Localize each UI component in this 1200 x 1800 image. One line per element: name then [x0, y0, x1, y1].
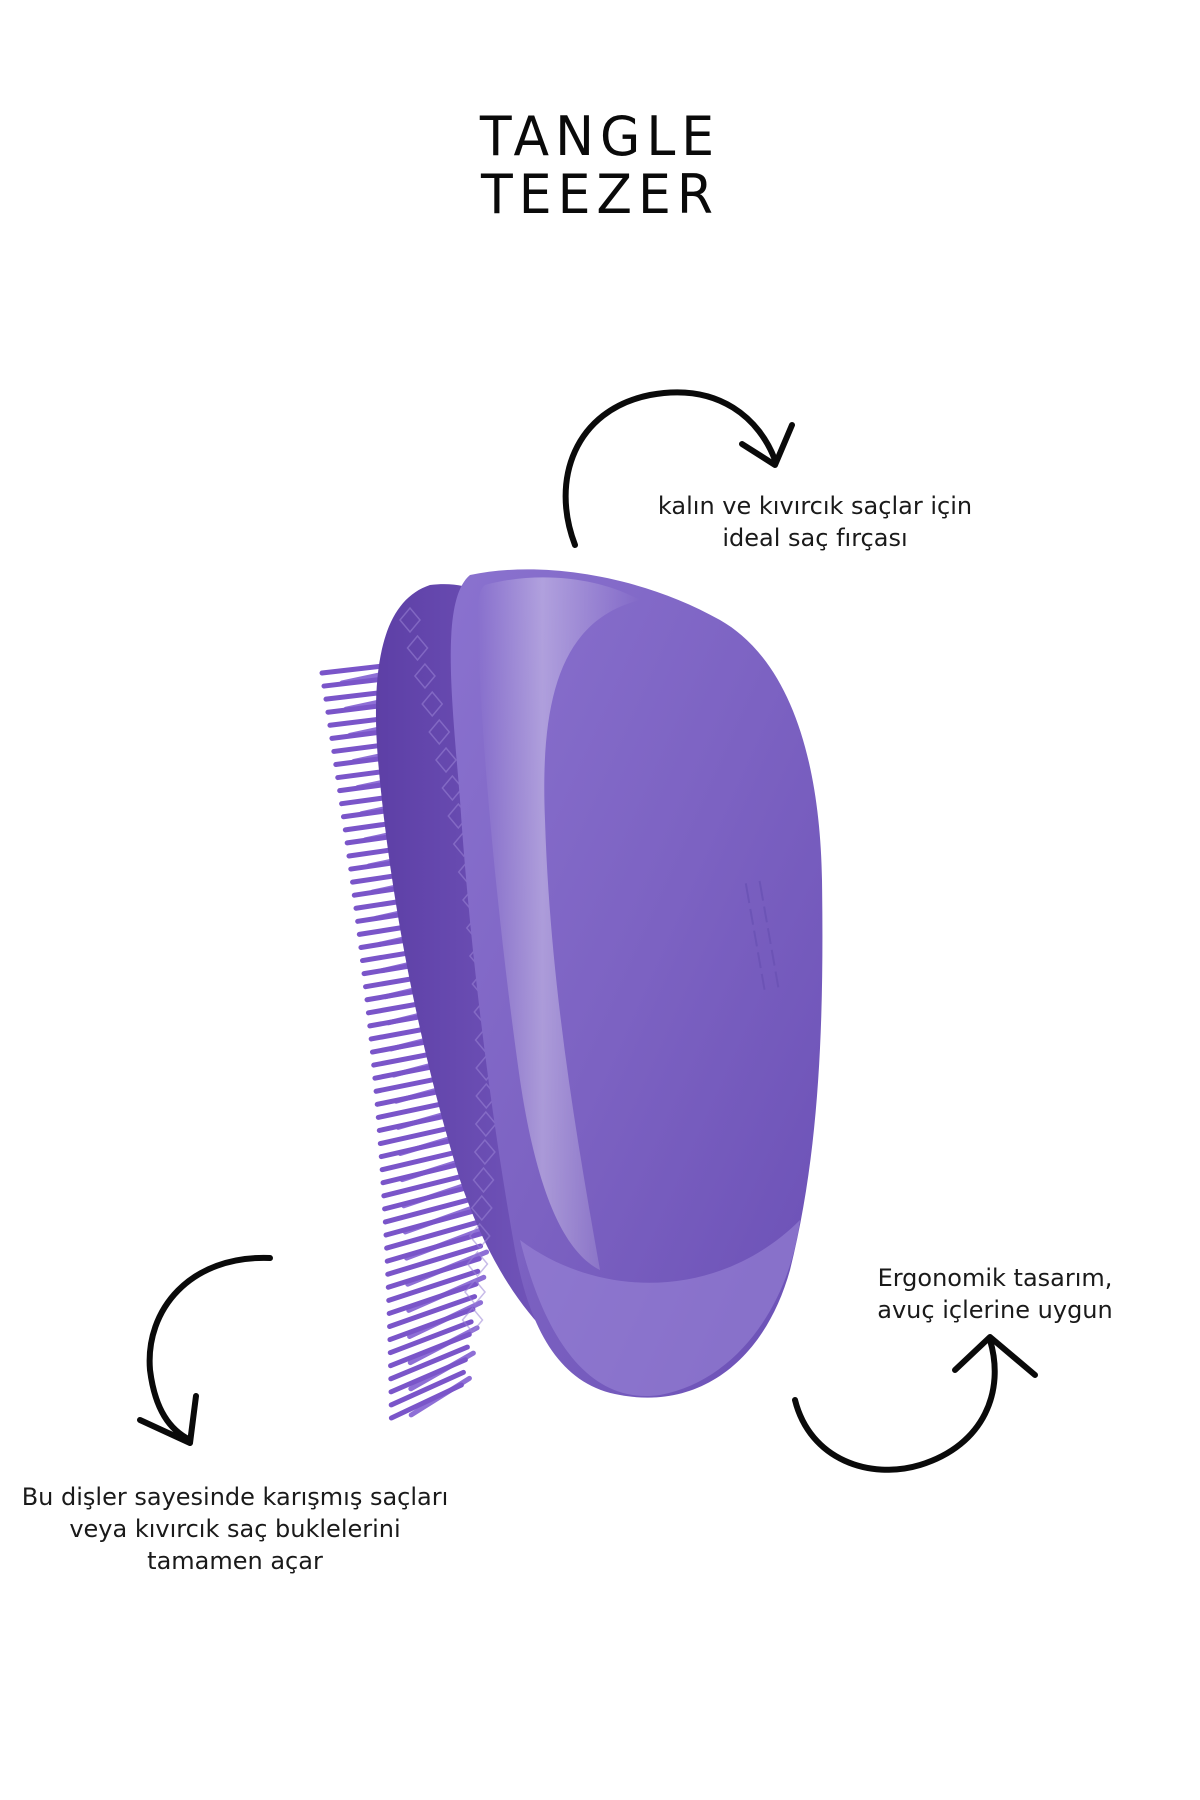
logo-line-2: TEEZER [480, 163, 720, 227]
embossed-logo-icon [744, 880, 780, 990]
brush-tooth [386, 1268, 481, 1303]
brush-tooth [385, 1243, 484, 1277]
caption-top-line-1: kalın ve kıvırcık saçlar için [657, 492, 973, 520]
brush-tooth [388, 1369, 466, 1408]
rim-diamond [472, 1166, 495, 1194]
caption-thick-curly-hair: kalın ve kıvırcık saçlar için ideal saç … [615, 490, 1015, 554]
brush-tooth [388, 1382, 464, 1421]
brush-tooth [385, 1256, 482, 1290]
rim-diamond [428, 718, 451, 746]
rim-diamond [421, 690, 444, 718]
caption-left-line-3: tamamen açar [147, 1547, 323, 1575]
caption-right-line-1: Ergonomik tasarım, [877, 1264, 1113, 1292]
caption-top-line-2: ideal saç fırçası [722, 524, 908, 552]
brush-tooth [388, 1357, 468, 1395]
rim-diamond [461, 1306, 484, 1334]
brush-tooth [383, 1205, 487, 1238]
rim-diamond [435, 746, 457, 774]
rim-diamond [468, 1222, 491, 1250]
rim-diamond [470, 1194, 493, 1222]
brush-tooth [384, 1230, 485, 1264]
brush-tooth [388, 1344, 470, 1382]
brush-tooth [387, 1294, 478, 1330]
rim-diamond [464, 1278, 486, 1306]
rim-diamond [473, 1138, 496, 1166]
brush-tooth [384, 1218, 486, 1251]
brand-logo: TANGLE TEEZER [0, 105, 1200, 227]
brush-tooth [387, 1319, 474, 1356]
brush-tooth [387, 1306, 476, 1343]
logo-line-1: TANGLE [479, 105, 721, 169]
caption-teeth-detangle: Bu dişler sayesinde karışmış saçları vey… [0, 1481, 470, 1577]
brush-tooth [386, 1281, 479, 1316]
rim-diamond [406, 634, 429, 662]
rim-diamond [399, 606, 421, 634]
caption-left-line-1: Bu dişler sayesinde karışmış saçları [21, 1483, 449, 1511]
caption-right-line-2: avuç içlerine uygun [877, 1296, 1113, 1324]
caption-left-line-2: veya kıvırcık saç buklelerini [69, 1515, 401, 1543]
rim-diamond [413, 662, 436, 690]
brush-tooth [388, 1331, 472, 1369]
caption-ergonomic-design: Ergonomik tasarım, avuç içlerine uygun [845, 1262, 1145, 1326]
brush-lower-reflection [520, 1220, 800, 1397]
brush-highlight [477, 577, 640, 1270]
rim-diamond [466, 1250, 489, 1278]
